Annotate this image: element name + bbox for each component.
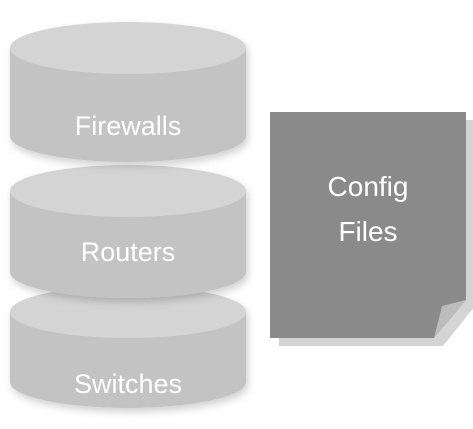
cylinder-body bbox=[10, 312, 246, 408]
document-sheet bbox=[270, 112, 466, 338]
database-label-firewalls: Firewalls bbox=[75, 111, 182, 141]
config-files-document: Config Files bbox=[270, 112, 473, 346]
database-layer-routers: Routers bbox=[10, 165, 246, 298]
database-label-switches: Switches bbox=[74, 369, 182, 399]
document-label-line2: Files bbox=[338, 216, 397, 247]
cylinder-top bbox=[10, 165, 246, 217]
cylinder-body bbox=[10, 191, 246, 298]
cylinder-body bbox=[10, 48, 246, 162]
database-stack: Switches Routers Firewalls bbox=[10, 22, 246, 408]
database-layer-switches: Switches bbox=[10, 286, 246, 408]
cylinder-top bbox=[10, 286, 246, 338]
cylinder-top bbox=[10, 22, 246, 74]
database-layer-firewalls: Firewalls bbox=[10, 22, 246, 162]
document-fold bbox=[434, 300, 466, 338]
database-label-routers: Routers bbox=[81, 237, 176, 267]
document-label-line1: Config bbox=[328, 171, 409, 202]
